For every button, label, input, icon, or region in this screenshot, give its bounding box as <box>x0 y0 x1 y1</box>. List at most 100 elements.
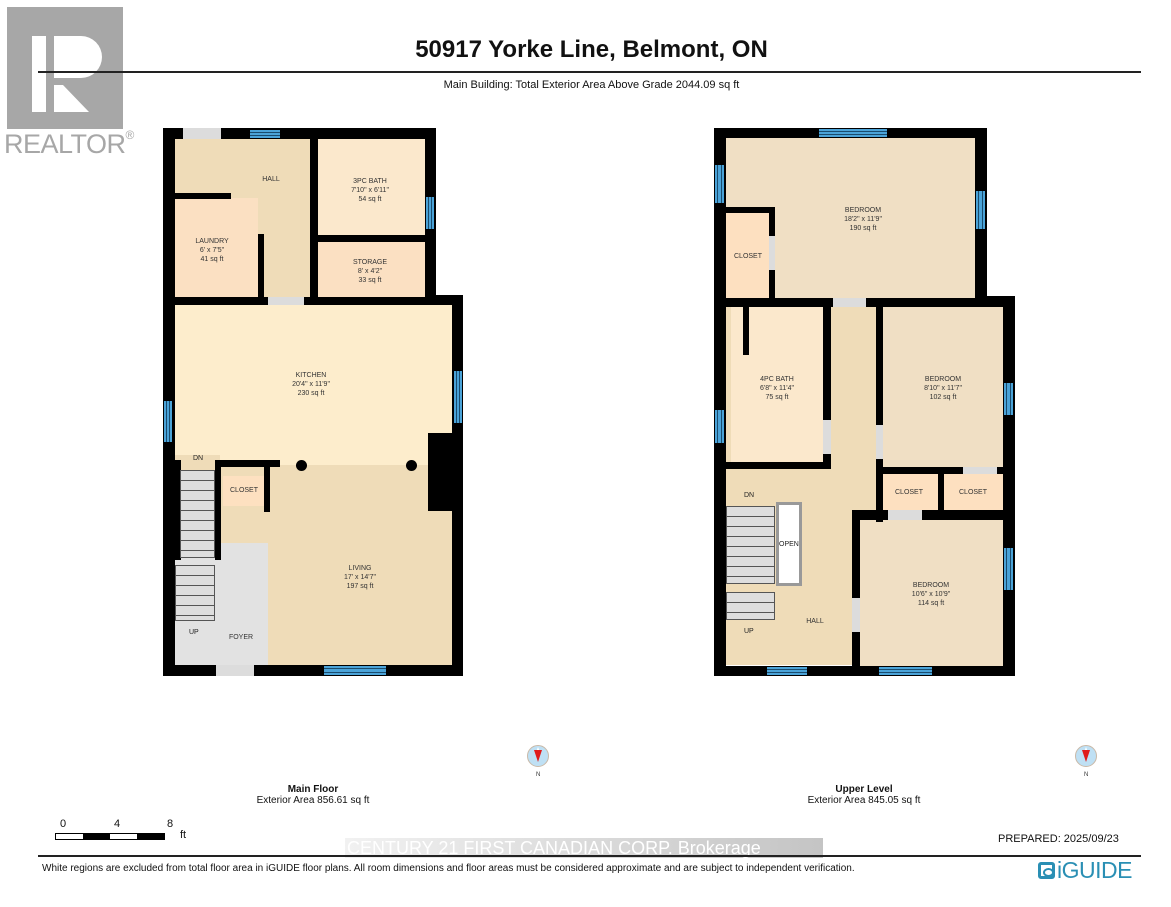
wall <box>975 296 1015 307</box>
window <box>819 129 887 137</box>
room-name: CLOSET <box>894 489 924 496</box>
main-floor-area: Exterior Area 856.61 sq ft <box>256 795 370 806</box>
room-dims: 6'8" x 11'4" <box>760 385 794 392</box>
door-opening[interactable] <box>833 298 866 307</box>
door-opening[interactable] <box>183 128 221 139</box>
wall <box>163 665 463 676</box>
door-opening[interactable] <box>888 510 922 520</box>
main-floor-name: Main Floor <box>287 784 339 795</box>
brokerage-watermark: CENTURY 21 FIRST CANADIAN CORP. Brokerag… <box>345 838 823 858</box>
room-name: BEDROOM <box>924 376 962 383</box>
room-label-closet3: CLOSET <box>959 488 987 497</box>
wall <box>852 510 1003 520</box>
room-name: LAUNDRY <box>195 238 229 245</box>
column-post <box>406 460 417 471</box>
realtor-logo <box>7 7 123 129</box>
room-area: 41 sq ft <box>200 256 224 263</box>
room-name: CLOSET <box>229 487 259 494</box>
room-label-4pc-bath: 4PC BATH 6'8" x 11'4" 75 sq ft <box>760 375 794 402</box>
room-label-foyer: FOYER <box>229 633 253 642</box>
wall <box>264 460 270 512</box>
room-label-closet2: CLOSET <box>895 488 923 497</box>
upper-level-name: Upper Level <box>835 784 893 795</box>
registered-mark: ® <box>125 128 135 142</box>
room-area: 33 sq ft <box>358 277 382 284</box>
main-stairs-down <box>180 470 215 558</box>
room-label-kitchen: KITCHEN 20'4" x 11'9" 230 sq ft <box>292 371 330 398</box>
realtor-r-icon <box>23 21 107 115</box>
upper-bedroom2-area <box>883 307 1003 467</box>
wall <box>452 295 463 676</box>
door-opening[interactable] <box>823 420 831 454</box>
room-label-living: LIVING 17' x 14'7" 197 sq ft <box>344 564 376 591</box>
room-name: LIVING <box>348 565 372 572</box>
scale-bar <box>55 833 165 840</box>
window <box>715 165 724 203</box>
wall <box>823 307 831 467</box>
column-post <box>296 460 307 471</box>
window <box>976 191 985 229</box>
main-kitchen-area <box>175 305 452 465</box>
door-opening[interactable] <box>852 598 860 632</box>
wall <box>876 467 1003 474</box>
main-3pc-bath-area <box>318 139 425 236</box>
door-opening[interactable] <box>268 297 304 305</box>
room-name: BEDROOM <box>844 207 882 214</box>
room-dims: 18'2" x 11'9" <box>844 216 882 223</box>
wall <box>714 128 726 676</box>
room-name: BEDROOM <box>912 582 950 589</box>
room-area: 230 sq ft <box>297 390 325 397</box>
window <box>164 401 172 442</box>
window <box>454 371 462 423</box>
room-dims: 10'6" x 10'9" <box>911 591 951 598</box>
compass-icon <box>1075 745 1097 767</box>
door-opening[interactable] <box>963 467 997 474</box>
room-dims: 8' x 4'2" <box>357 268 383 275</box>
wall <box>425 295 463 305</box>
window <box>879 667 932 675</box>
room-name: KITCHEN <box>295 372 327 379</box>
room-dims: 8'10" x 11'7" <box>924 385 962 392</box>
upper-open-label: OPEN <box>779 541 799 548</box>
wall <box>318 235 425 242</box>
room-area: 54 sq ft <box>358 196 382 203</box>
room-label-bedroom3: BEDROOM 10'6" x 10'9" 114 sq ft <box>912 581 950 608</box>
wall <box>726 207 775 213</box>
main-storage-area <box>318 242 425 298</box>
main-stairs-up-label: UP <box>189 629 199 636</box>
window <box>1004 383 1013 415</box>
room-area: 75 sq ft <box>765 394 789 401</box>
room-name: FOYER <box>228 634 254 641</box>
room-name: HALL <box>262 176 280 183</box>
wall <box>876 307 883 522</box>
wall <box>215 460 280 467</box>
door-opening[interactable] <box>216 665 254 676</box>
iguide-brand-text: iGUIDE <box>1057 857 1132 883</box>
scale-unit: ft <box>180 829 187 841</box>
upper-level-area: Exterior Area 845.05 sq ft <box>807 795 921 806</box>
compass-north-label: N <box>536 772 541 778</box>
wall <box>258 234 264 298</box>
wall <box>310 139 318 299</box>
iguide-icon <box>1038 862 1055 879</box>
room-label-upper-hall: HALL <box>806 617 824 626</box>
wall <box>215 460 221 560</box>
wall <box>163 128 436 139</box>
main-laundry-area <box>175 198 258 297</box>
wall <box>428 433 452 511</box>
wall <box>714 666 1015 676</box>
upper-level-caption: Upper Level Exterior Area 845.05 sq ft <box>808 784 921 806</box>
door-opening[interactable] <box>769 236 775 270</box>
room-name: 4PC BATH <box>760 376 794 383</box>
room-label-storage: STORAGE 8' x 4'2" 33 sq ft <box>353 258 387 285</box>
room-label-bedroom1: BEDROOM 18'2" x 11'9" 190 sq ft <box>844 206 882 233</box>
scale-tick: 0 <box>60 818 67 830</box>
main-floor-caption: Main Floor Exterior Area 856.61 sq ft <box>257 784 370 806</box>
window <box>715 410 724 443</box>
scale-ticks: 0 4 8 <box>60 818 173 830</box>
upper-stairs-down-label: DN <box>744 492 755 499</box>
door-opening[interactable] <box>876 425 883 459</box>
wall <box>743 307 749 355</box>
main-stairs-up <box>175 565 215 621</box>
wall <box>938 474 944 512</box>
